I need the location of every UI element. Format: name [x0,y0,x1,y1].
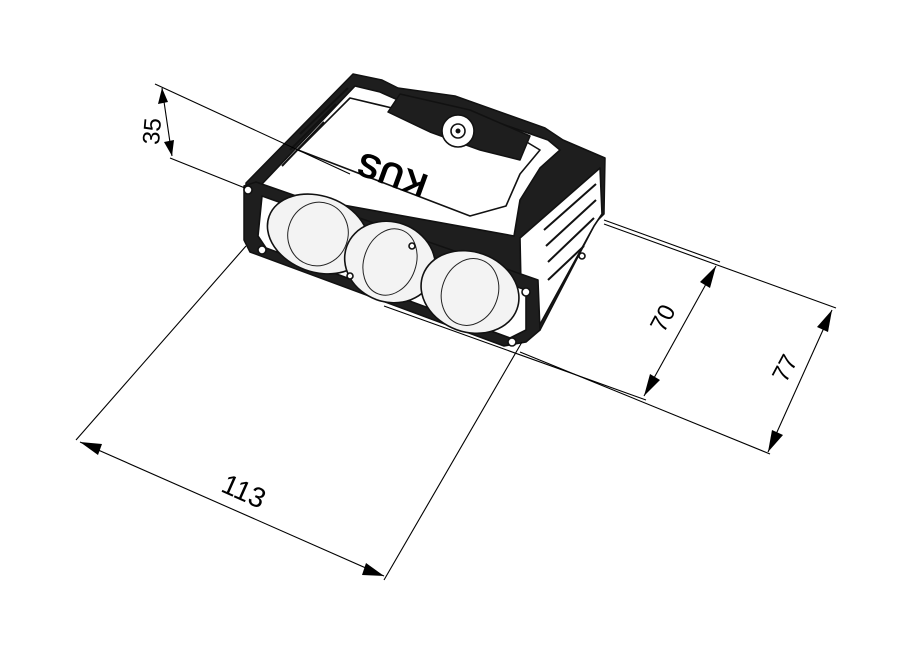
depth-outer-ext-back [603,223,837,309]
depth-inner-label: 70 [645,300,681,336]
height-label: 35 [138,117,167,146]
side-fins [543,183,597,281]
frame-screws [243,185,531,347]
left-fins [281,87,349,167]
lens-group [266,193,520,335]
width-ext-right [383,341,523,581]
height-ext-top [154,83,351,175]
depth-inner-ext-front [383,305,647,401]
depth-inner-dim-line [643,265,717,397]
height-ext-bottom [169,157,246,189]
adjust-knob-dot [455,128,461,134]
depth-inner-ext-back [603,219,721,263]
width-dim-line [79,441,385,577]
width-label: 113 [217,468,270,514]
depth-outer-ext-front [519,351,771,455]
device-body: KUS [243,73,606,347]
side-screw [578,252,586,260]
width-ext-left [75,245,247,441]
dimension-lines [75,83,837,581]
depth-outer-dim-line [767,309,833,453]
depth-outer-label: 77 [767,350,803,386]
